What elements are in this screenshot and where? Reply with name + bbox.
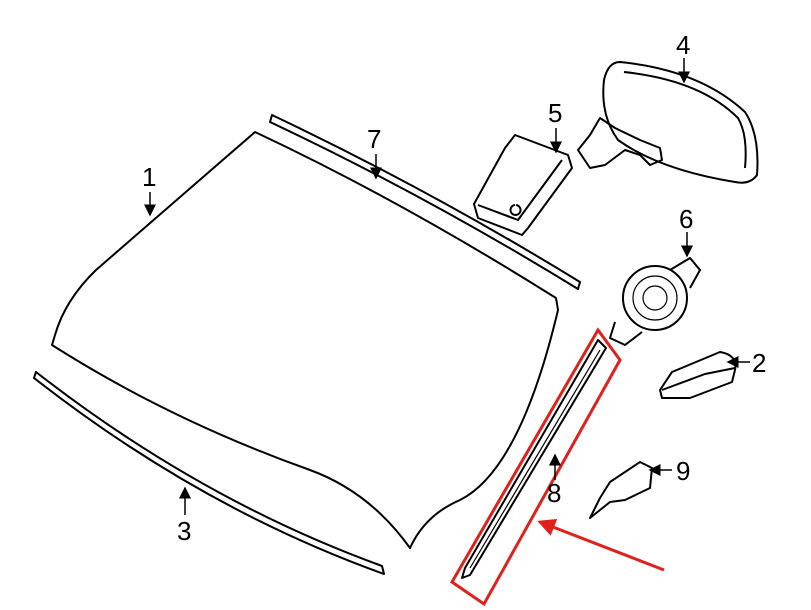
highlight-arrow: [537, 519, 665, 572]
mirror-cover: [473, 134, 573, 236]
callout-3: 3: [177, 516, 191, 546]
sensor-cover: [659, 351, 737, 399]
callout-2: 2: [752, 348, 766, 378]
leader-lines: [144, 58, 750, 515]
callout-9: 9: [676, 456, 690, 486]
callout-7: 7: [367, 124, 381, 154]
callout-8: 8: [547, 478, 561, 508]
rearview-mirror: [602, 61, 759, 184]
mirror-mount: [577, 117, 663, 169]
side-molding: [461, 339, 607, 579]
callout-1: 1: [142, 162, 156, 192]
windshield-glass: [51, 131, 559, 549]
rain-sensor: [609, 257, 701, 346]
lower-molding: [33, 371, 385, 575]
highlight-box: [450, 327, 622, 607]
callout-5: 5: [548, 98, 562, 128]
bracket: [589, 461, 653, 519]
callout-6: 6: [679, 204, 693, 234]
callout-4: 4: [676, 30, 690, 60]
